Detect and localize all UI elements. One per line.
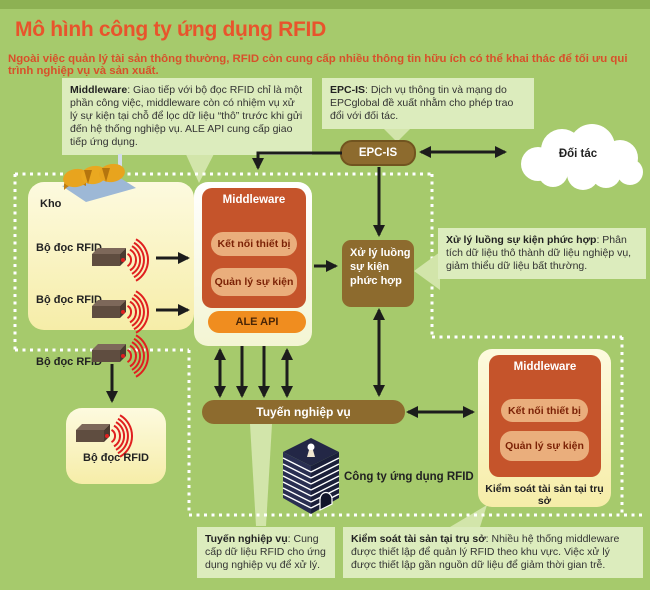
page-subtitle: Ngoài việc quản lý tài sản thông thường,…	[8, 53, 628, 77]
company-building-icon	[282, 438, 340, 514]
rfid-reader-icon-1	[92, 238, 149, 282]
middleware-callout-pointer	[184, 150, 216, 183]
middleware-left-box: Middleware Kết nối thiết bị Quản lý sự k…	[202, 188, 306, 308]
middleware-left-title: Middleware	[222, 194, 286, 206]
middleware-callout: Middleware: Giao tiếp với bộ đọc RFID ch…	[62, 78, 312, 155]
partner-cloud-icon	[521, 124, 643, 190]
bus-callout: Tuyến nghiệp vụ: Cung cấp dữ liệu RFID c…	[197, 527, 335, 578]
epcis-callout-lead: EPC-IS	[330, 84, 366, 96]
cep-callout: Xử lý luồng sự kiện phức hợp: Phân tích …	[438, 228, 646, 279]
device-connect-pill-left: Kết nối thiết bị	[211, 232, 297, 256]
rfid-reader-label-1: Bộ đọc RFID	[36, 242, 102, 254]
rfid-reader-icon-3	[92, 334, 149, 378]
asset-callout-body: : Nhiều hệ thống middleware được thiết l…	[351, 533, 620, 571]
cep-node-line1: Xử lý luồng	[350, 247, 411, 259]
ale-api-bar: ALE API	[208, 311, 306, 333]
arrow-epcis-to-middleware	[252, 151, 342, 170]
middleware-right-title: Middleware	[513, 361, 577, 373]
page-title: Mô hình công ty ứng dụng RFID	[15, 18, 326, 41]
rfid-reader-label-2: Bộ đọc RFID	[36, 294, 102, 306]
warehouse-icon	[62, 154, 136, 202]
rfid-reader-icon-2	[92, 290, 149, 334]
business-bus-bar: Tuyến nghiệp vụ	[202, 400, 405, 424]
rfid-reader-icon-4	[76, 414, 133, 458]
asset-callout-lead: Kiểm soát tài sản tại trụ sở	[351, 533, 486, 545]
device-connect-pill-right: Kết nối thiết bị	[501, 399, 588, 422]
cep-callout-lead: Xử lý luồng sự kiện phức hợp	[446, 234, 597, 246]
middleware-callout-body: : Giao tiếp với bộ đọc RFID chỉ là một p…	[70, 84, 303, 148]
cep-node-line2: sự kiện	[350, 261, 390, 273]
rfid-reader-label-4: Bộ đọc RFID	[83, 452, 149, 464]
middleware-callout-lead: Middleware	[70, 84, 128, 96]
middleware-right-box: Middleware Kết nối thiết bị Quản lý sự k…	[489, 355, 601, 477]
cep-node-line3: phức hợp	[350, 275, 402, 287]
rfid-reader-label-3: Bộ đọc RFID	[36, 356, 102, 368]
bus-callout-body: : Cung cấp dữ liệu RFID cho ứng dụng ngh…	[205, 533, 326, 571]
asset-callout: Kiểm soát tài sản tại trụ sở: Nhiều hệ t…	[343, 527, 643, 578]
bus-callout-pointer	[250, 424, 272, 526]
epcis-callout: EPC-IS: Dịch vụ thông tin và mạng do EPC…	[322, 78, 534, 129]
cep-callout-pointer	[414, 252, 440, 290]
asset-callout-pointer	[450, 505, 487, 527]
top-strip	[0, 0, 650, 9]
warehouse-label: Kho	[40, 198, 62, 210]
event-manage-pill-right: Quản lý sự kiện	[500, 431, 589, 461]
partner-cloud-label: Đối tác	[558, 148, 598, 160]
cep-callout-body: : Phân tích dữ liệu thô thành dữ liệu ng…	[446, 234, 632, 272]
bus-callout-lead: Tuyến nghiệp vụ	[205, 533, 288, 545]
epcis-node: EPC-IS	[340, 140, 416, 166]
cep-node: Xử lý luồng sự kiện phức hợp	[342, 240, 414, 307]
hq-asset-caption: Kiểm soát tài sản tại trụ sở	[485, 483, 604, 507]
company-label: Công ty ứng dụng RFID	[344, 471, 474, 483]
epcis-callout-body: : Dịch vụ thông tin và mạng do EPCglobal…	[330, 84, 514, 122]
event-manage-pill-left: Quản lý sự kiện	[211, 268, 297, 296]
